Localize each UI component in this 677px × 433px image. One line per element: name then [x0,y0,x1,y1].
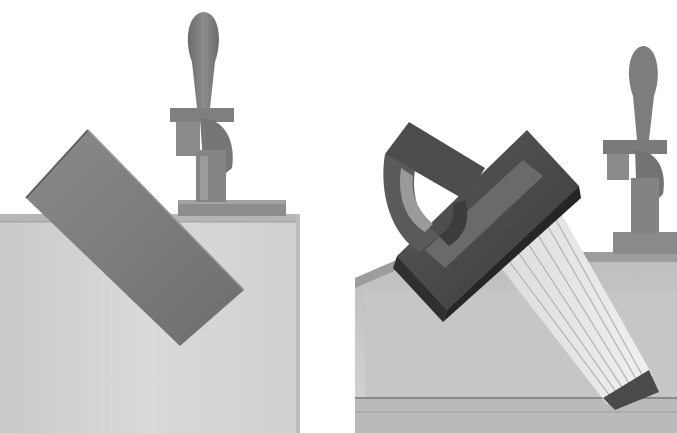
toggle-clamp-lever [170,12,234,202]
left-illustration [0,0,305,433]
clamp-base [178,200,286,216]
toggle-clamp-lever [603,46,677,254]
right-illustration [345,0,677,433]
left-illustration-panel [0,0,305,433]
right-illustration-panel [345,0,677,433]
